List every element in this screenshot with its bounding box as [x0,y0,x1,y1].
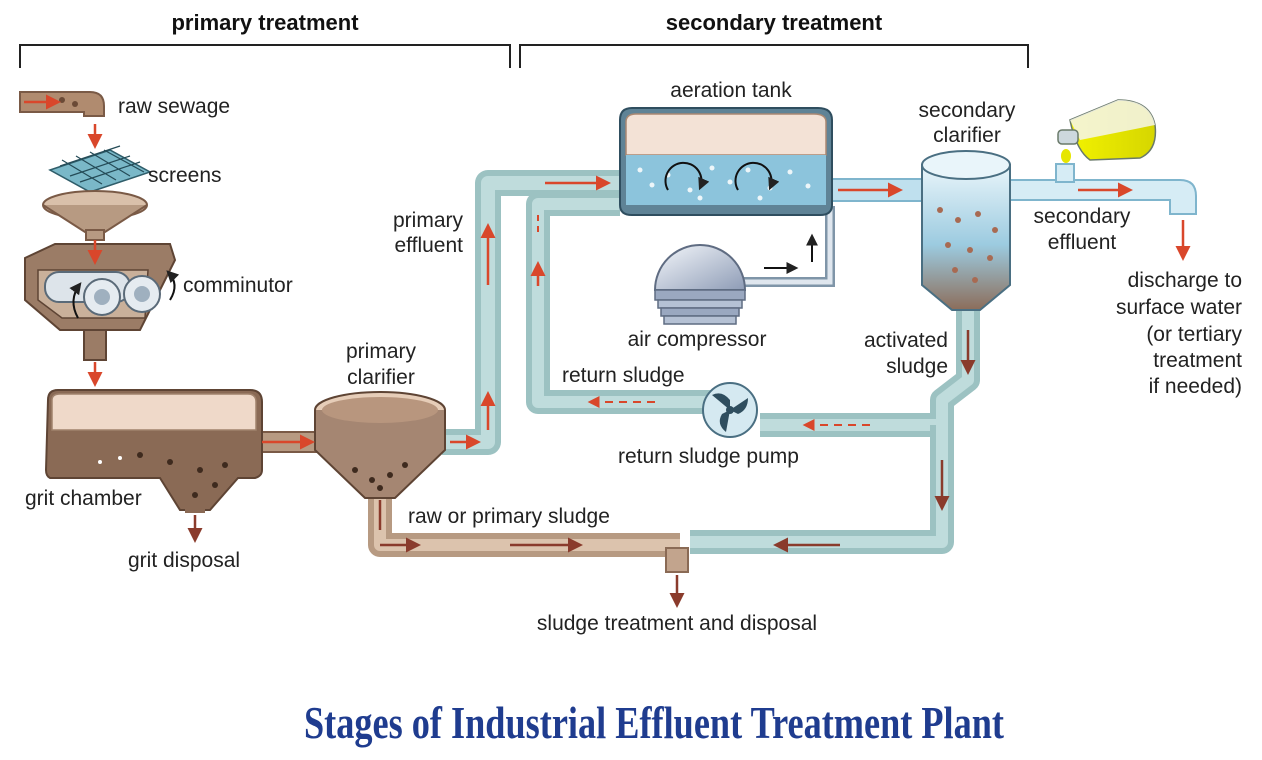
label-screens: screens [148,164,222,187]
label-primary-effluent-line1: primary [393,209,464,232]
label-secondary-clarifier-line1: secondary [919,99,1016,122]
waste-sludge-pipe [690,425,954,554]
label-activated-sludge-line2: sludge [886,355,948,378]
primary-treatment-header: primary treatment [171,10,359,35]
secondary-treatment-header: secondary treatment [666,10,883,35]
grit-chamber [44,389,263,513]
label-discharge-line3: (or tertiary [1146,323,1242,346]
label-primary-clarifier-line1: primary [346,340,417,363]
air-line [740,206,835,287]
secondary-clarifier [921,150,1011,311]
label-sludge-treatment: sludge treatment and disposal [537,612,817,635]
primary-clarifier [314,391,446,499]
label-primary-clarifier-line2: clarifier [347,366,415,389]
label-raw-or-primary-sludge: raw or primary sludge [408,505,610,528]
chemical-bottle [1057,99,1157,163]
raw-sewage-pipe [19,91,105,117]
label-aeration-tank: aeration tank [670,79,792,102]
return-sludge-pipe [526,192,980,437]
aeration-tank [619,107,833,216]
return-sludge-pump [702,382,758,438]
label-discharge-line1: discharge to [1128,269,1242,292]
diagram-title: Stages of Industrial Effluent Treatment … [304,697,1005,748]
label-activated-sludge-line1: activated [864,329,948,352]
label-discharge-line4: treatment [1153,349,1242,372]
secondary-effluent-pipe [1007,163,1197,215]
label-discharge-line2: surface water [1116,296,1242,319]
flow-arrows [24,94,1191,608]
secondary-bracket [519,44,1029,68]
label-primary-effluent-line2: effluent [394,234,463,257]
screens [42,145,152,241]
primary-bracket [19,44,511,68]
label-grit-disposal: grit disposal [128,549,240,572]
label-raw-sewage: raw sewage [118,95,230,118]
label-secondary-effluent-line2: effluent [1048,231,1117,254]
label-air-compressor: air compressor [628,328,767,351]
label-comminutor: comminutor [183,274,293,297]
air-compressor [653,244,747,325]
label-secondary-effluent-line1: secondary [1034,205,1131,228]
label-return-sludge-pump: return sludge pump [618,445,799,468]
comminutor [24,243,180,361]
label-return-sludge: return sludge [562,364,685,387]
label-discharge-line5: if needed) [1149,375,1242,398]
label-grit-chamber: grit chamber [25,487,142,510]
label-secondary-clarifier-line2: clarifier [933,124,1001,147]
